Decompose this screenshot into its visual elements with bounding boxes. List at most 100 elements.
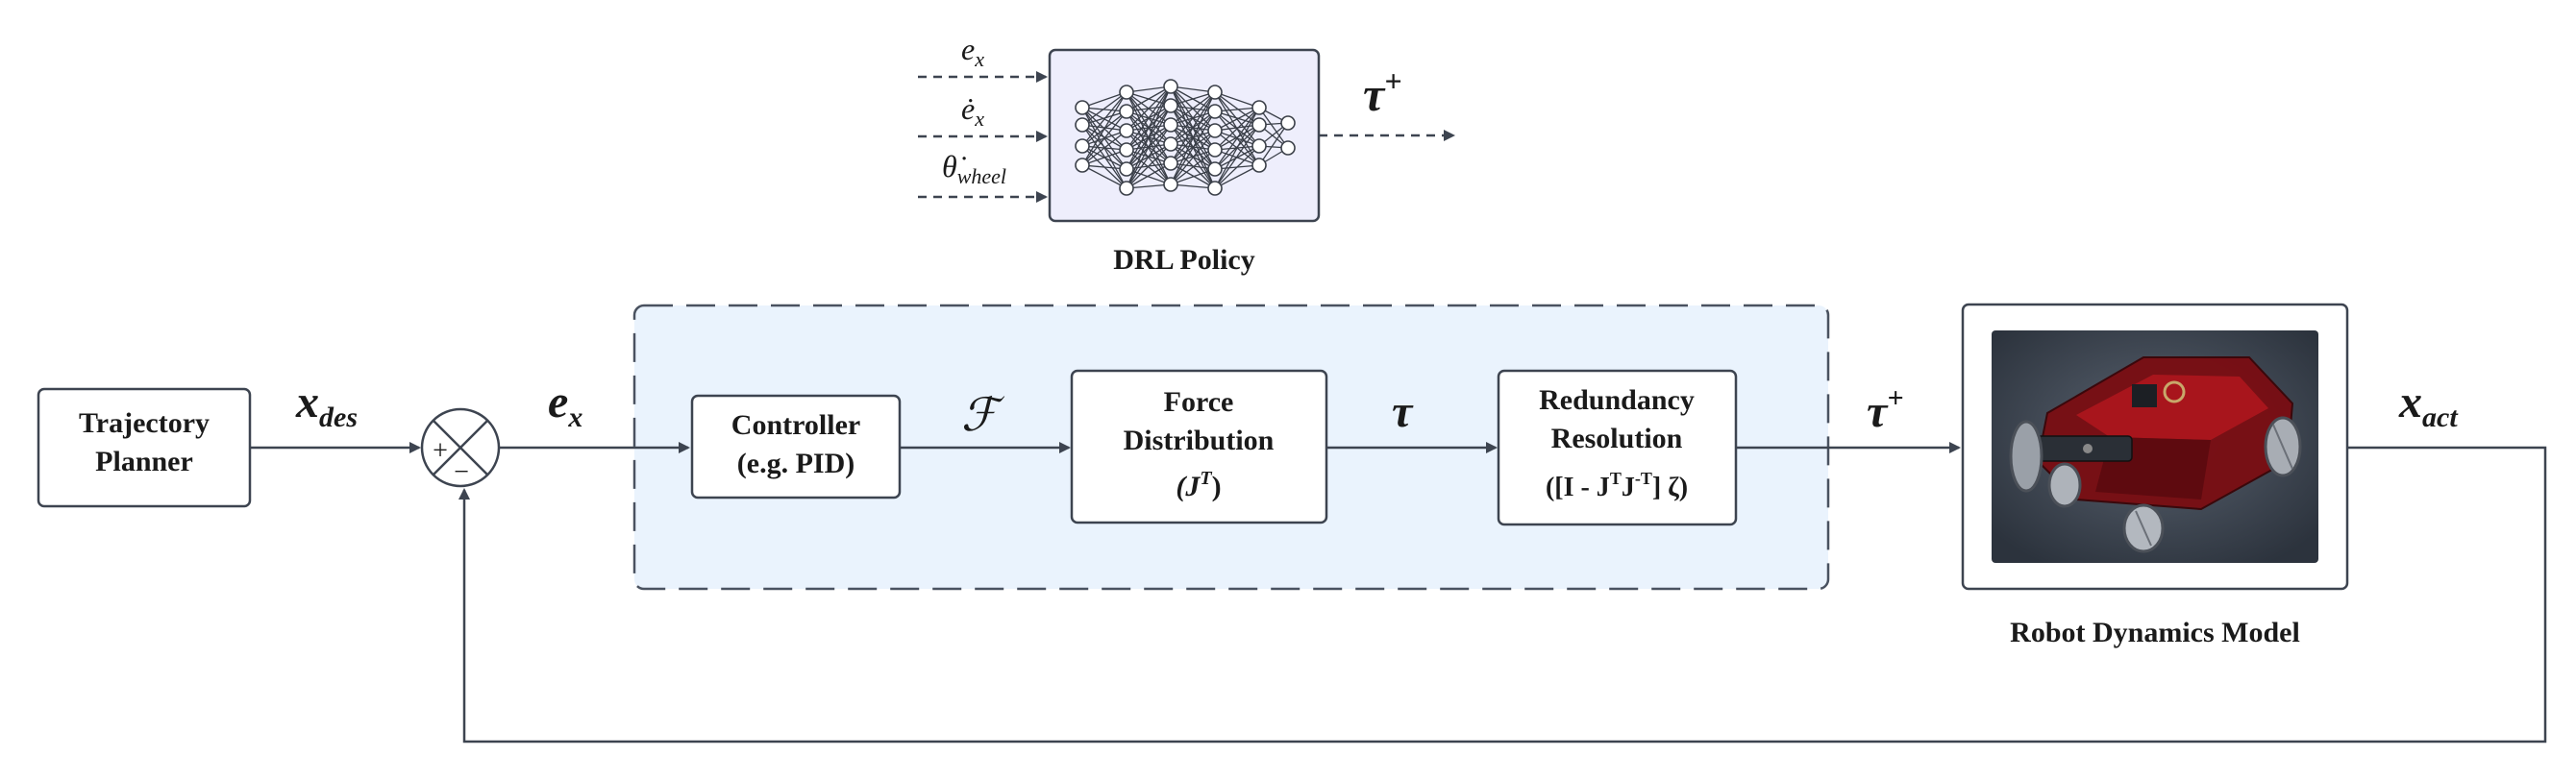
nn-node [1119,161,1134,177]
nn-node [1075,138,1090,154]
robot-dynamics-model-block: Robot Dynamics Model [1961,303,2349,648]
nn-edge [1126,85,1172,170]
nn-edge [1081,130,1127,166]
trajectory-planner-line1: Trajectory [79,407,210,439]
nn-edge [1081,91,1127,147]
nn-node [1119,181,1134,196]
nn-edge [1170,130,1216,185]
tau-plus-label: τ+ [1867,382,1903,437]
nn-edge [1214,91,1260,109]
nn-edge [1170,91,1216,107]
nn-node [1251,158,1267,173]
nn-edge [1126,85,1172,151]
nn-node [1075,158,1090,173]
feedback-path [458,446,2547,743]
controller-line1: Controller [731,409,860,441]
nn-edge [1081,124,1127,189]
nn-node [1119,85,1134,100]
summing-junction: + − [420,407,501,488]
nn-edge [1170,91,1216,185]
nn-node [1207,142,1223,158]
force-distribution-line3: (JT) [1176,468,1221,502]
nn-node [1251,100,1267,115]
nn-edge [1126,124,1172,189]
nn-edge [1126,143,1172,189]
nn-node [1207,123,1223,138]
nn-edge [1214,145,1260,189]
nn-edge [1170,149,1216,185]
nn-edge [1081,91,1127,166]
controller-block: Controller (e.g. PID) [690,394,902,500]
nn-edge [1126,85,1172,189]
drl-input-exdot-label: ėx [961,91,984,131]
nn-edge [1258,107,1289,149]
nn-edge [1258,122,1289,166]
nn-node [1163,117,1178,133]
drl-policy-block: DRL Policy [1048,48,1321,276]
drl-output-tau-plus-label: τ+ [1363,63,1401,121]
nn-edge [1126,162,1172,189]
drl-inputs: ex ėx θ̇wheel [918,32,1048,203]
nn-node [1163,79,1178,94]
nn-edge [1214,110,1260,126]
nn-edge [1170,91,1216,126]
ex-label: ex [548,377,582,433]
nn-node [1280,140,1296,156]
drl-policy-label: DRL Policy [1113,244,1255,276]
nn-edge [1170,91,1216,164]
redundancy-resolution-line1: Redundancy [1539,384,1695,416]
nn-edge [1214,107,1260,189]
nn-node [1119,123,1134,138]
nn-edge [1126,105,1172,189]
nn-edge [1170,168,1216,185]
xact-label: xact [2398,377,2459,433]
redundancy-resolution-line3: ([I - JTJ-T] ζ) [1546,469,1688,502]
summing-plus-sign: + [433,436,448,466]
nn-edge [1214,164,1260,189]
nn-node [1163,136,1178,152]
nn-edge [1126,85,1172,112]
summing-minus-sign: − [454,457,469,487]
nn-edge [1214,107,1260,151]
nn-node [1119,142,1134,158]
nn-node [1163,98,1178,113]
nn-node [1207,181,1223,196]
drl-input-thetadot-label: θ̇wheel [942,149,1006,188]
nn-edge [1214,107,1260,170]
nn-node [1207,161,1223,177]
nn-edge [1170,162,1216,189]
force-distribution-line2: Distribution [1124,425,1275,456]
nn-edge [1170,110,1216,185]
nn-edge [1214,91,1260,126]
nn-node [1280,115,1296,131]
robot-dynamics-model-label: Robot Dynamics Model [2010,617,2300,648]
nn-edge [1081,110,1127,166]
nn-node [1163,156,1178,171]
neural-network-icon [1075,79,1296,196]
nn-edge [1214,107,1260,132]
trajectory-planner-block: Trajectory Planner [37,387,252,508]
controller-line2: (e.g. PID) [737,448,855,479]
drl-input-ex-label: ex [961,32,984,71]
nn-node [1207,104,1223,119]
nn-edge [1081,91,1127,126]
robot-icon [2009,356,2302,553]
xdes-label: xdes [295,377,358,433]
nn-edge [1170,91,1216,145]
nn-node [1251,117,1267,133]
summing-junction-cross-b [433,420,488,475]
force-distribution-block: Force Distribution (JT) [1070,369,1328,524]
nn-node [1163,177,1178,192]
nn-edge [1214,124,1260,189]
redundancy-resolution-block: Redundancy Resolution ([I - JTJ-T] ζ) [1497,369,1738,526]
force-distribution-line1: Force [1164,386,1234,418]
nn-edge [1081,149,1127,166]
nn-node [1207,85,1223,100]
nn-edge [1081,91,1127,109]
nn-node [1119,104,1134,119]
nn-edge [1081,124,1127,170]
nn-node [1075,100,1090,115]
tau-label: τ [1392,386,1414,437]
